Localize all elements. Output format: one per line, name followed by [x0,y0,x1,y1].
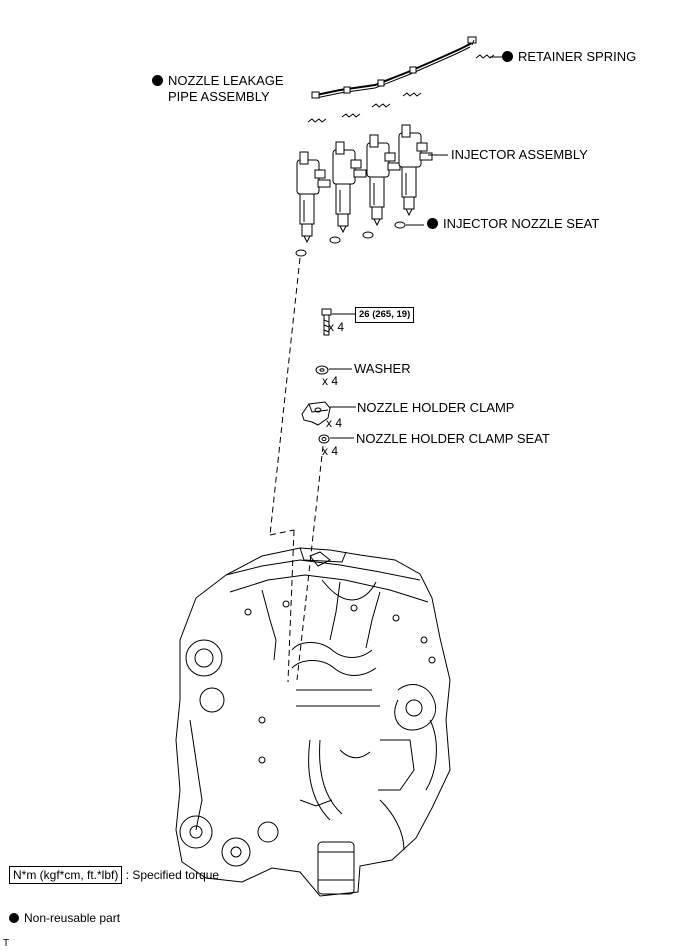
torque-spec-box: 26 (265, 19) [355,307,415,323]
nozzle-leakage-pipe-drawing [311,36,477,99]
quantity-washer: x 4 [322,374,339,388]
label-nozzle-leakage-pipe: NOZZLE LEAKAGE PIPE ASSEMBLY [152,73,284,105]
non-reusable-dot-icon [152,75,163,86]
dashed-guide-lines [269,257,324,683]
retainer-spring-clips [307,54,502,123]
injector-drawings [296,124,448,244]
non-reusable-dot-icon [9,913,19,923]
engine-block-drawing [175,547,451,897]
non-reusable-dot-icon [427,218,438,229]
legend-torque-box: N*m (kgf*cm, ft.*lbf) [9,866,123,884]
corner-mark: T [3,938,10,949]
label-injector-assembly: INJECTOR ASSEMBLY [451,147,588,162]
non-reusable-dot-icon [502,51,513,62]
legend-torque-text: : Specified torque [125,868,220,882]
injector-nozzle-seats [295,221,424,257]
label-nozzle-holder-clamp-seat: NOZZLE HOLDER CLAMP SEAT [356,431,550,446]
label-injector-nozzle-seat: INJECTOR NOZZLE SEAT [427,216,599,232]
legend-torque: N*m (kgf*cm, ft.*lbf) : Specified torque [9,866,219,884]
legend-non-reusable: Non-reusable part [9,910,120,926]
nozzle-holder-clamp-drawing [301,401,356,426]
nozzle-holder-clamp-seat-drawing [318,434,354,444]
quantity-clamp-seat: x 4 [322,444,339,458]
quantity-bolt: x 4 [328,320,345,334]
bolt-drawing [321,308,355,336]
washer-drawing [315,365,352,375]
quantity-clamp: x 4 [326,416,343,430]
label-retainer-spring: RETAINER SPRING [502,49,636,65]
label-nozzle-holder-clamp: NOZZLE HOLDER CLAMP [357,400,515,415]
label-washer: WASHER [354,361,411,376]
